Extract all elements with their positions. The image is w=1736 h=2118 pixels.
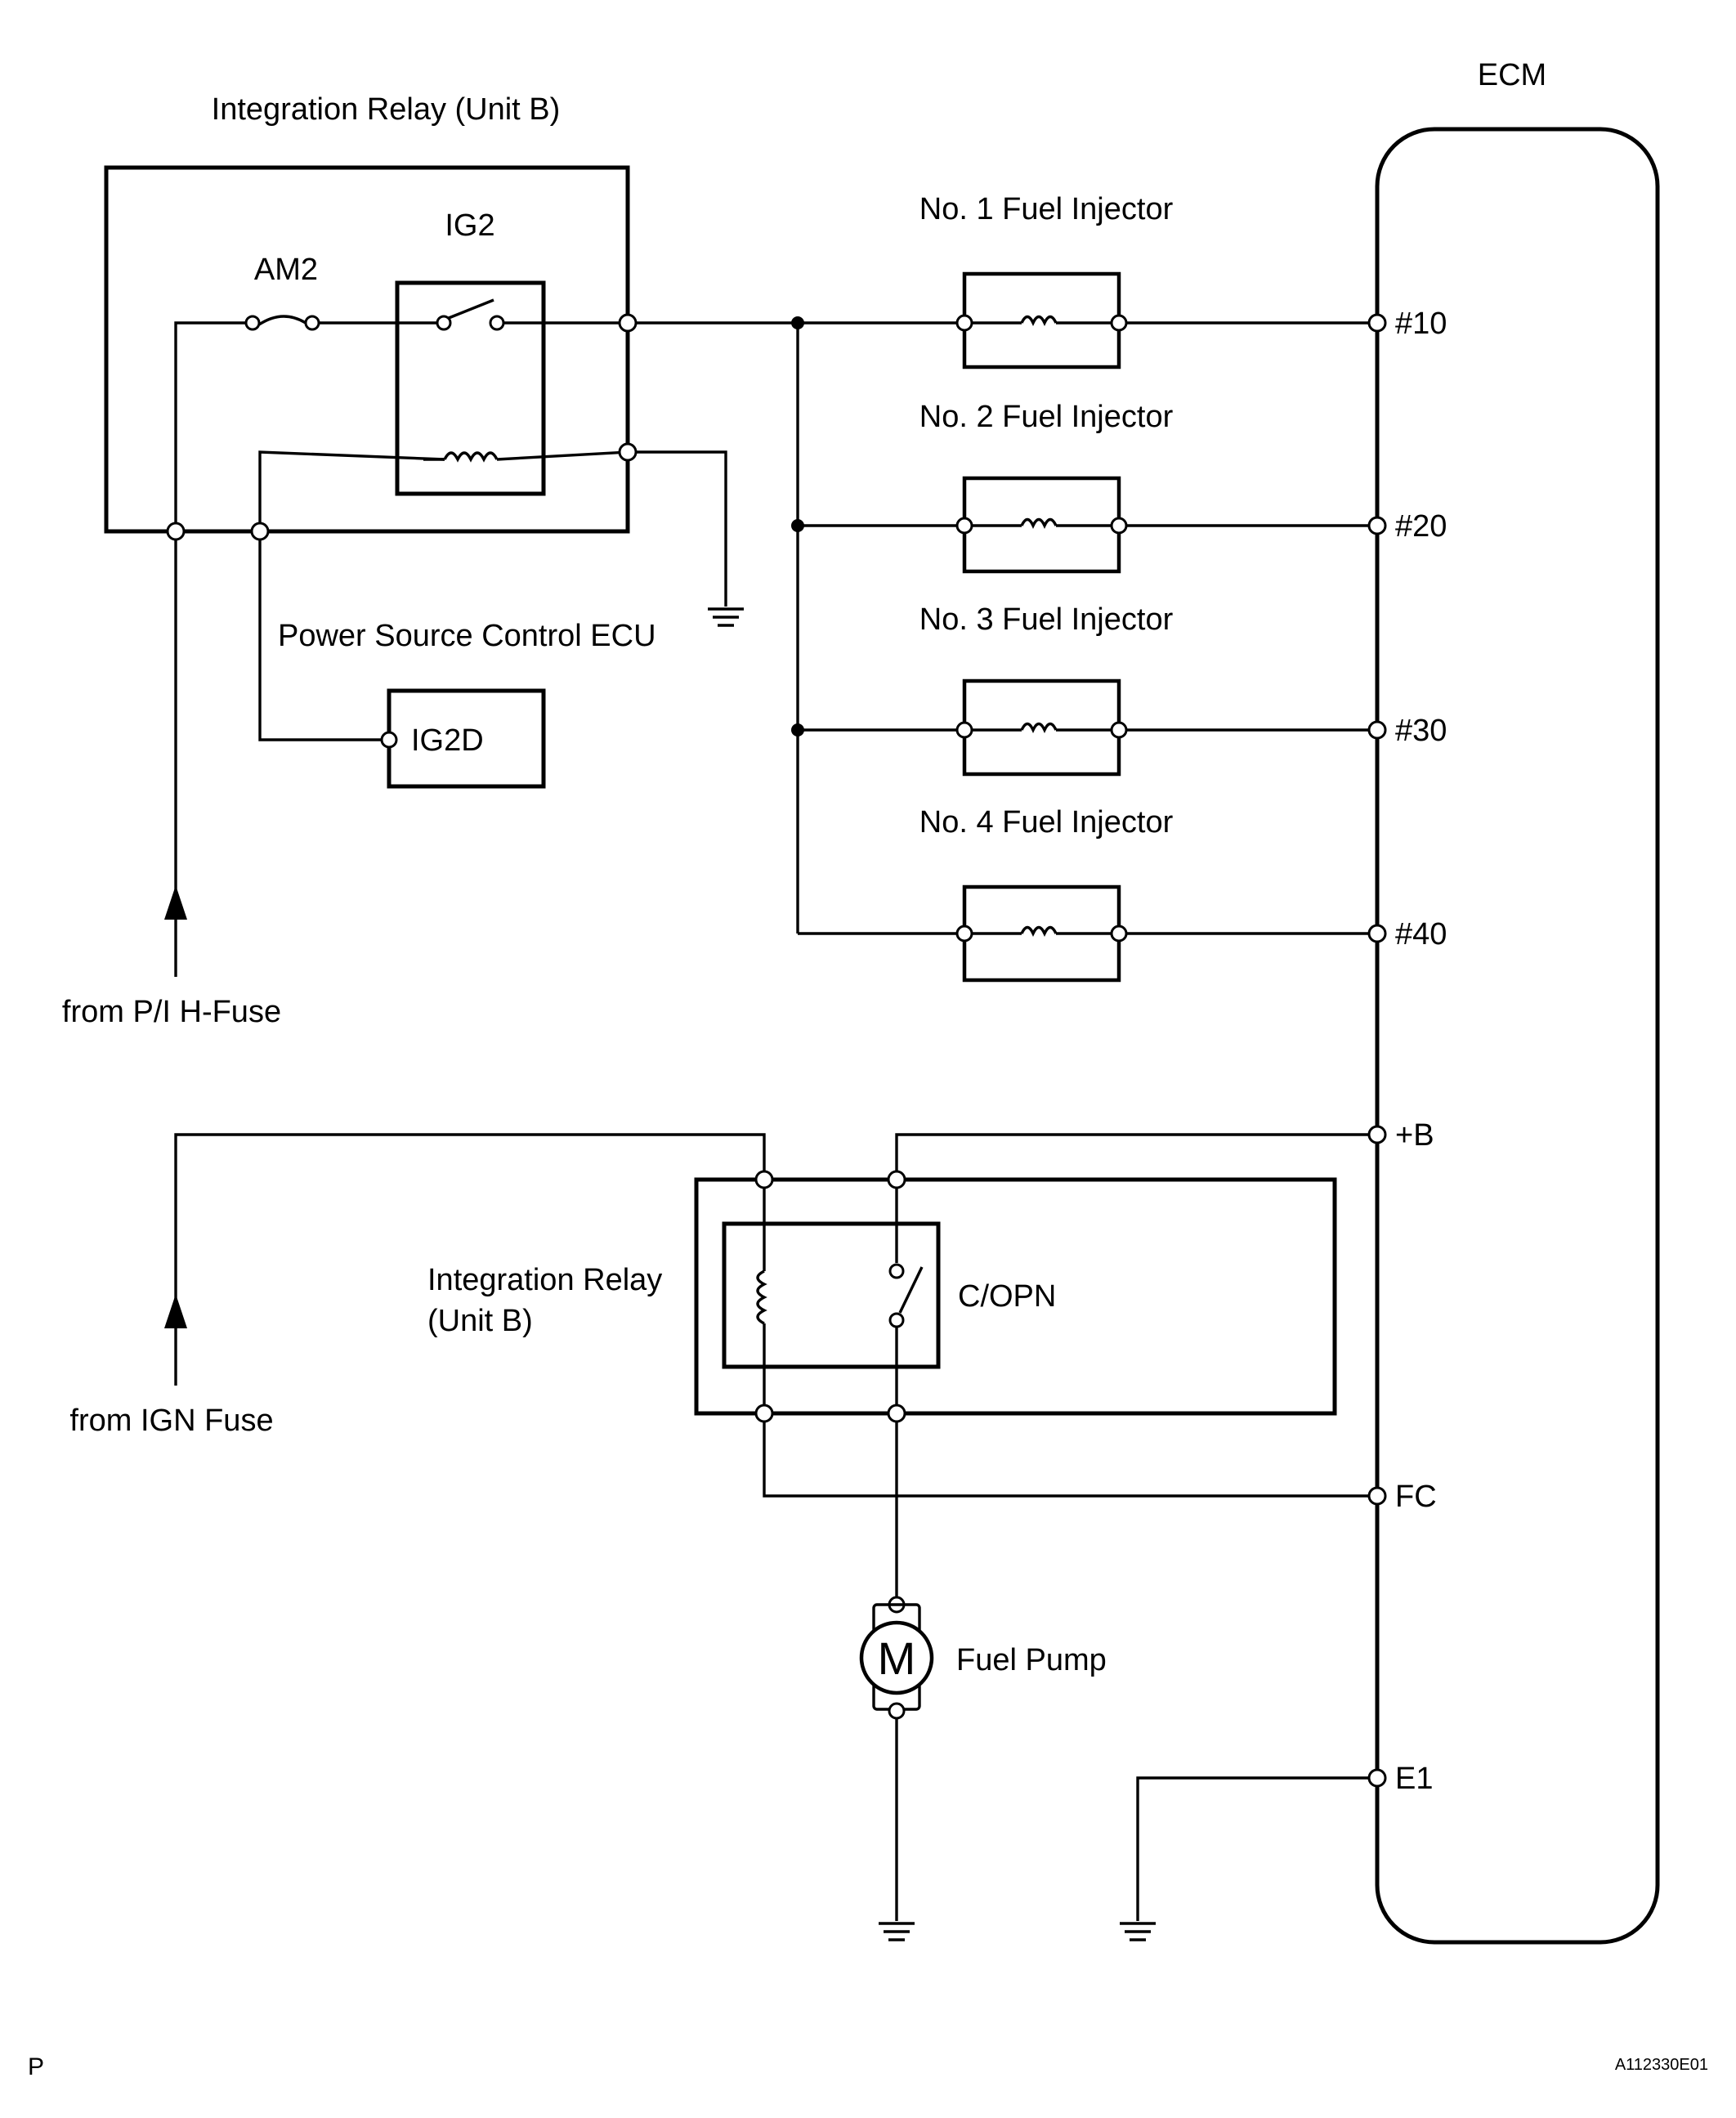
ecm-title: ECM	[1478, 58, 1546, 92]
relay-bottom-box	[694, 1177, 1337, 1416]
ecm-terminal-label: #20	[1395, 509, 1447, 544]
ecm-terminal-fc	[1367, 1486, 1387, 1506]
injector-name: No. 4 Fuel Injector	[919, 805, 1174, 840]
ig2-switch-icon	[436, 298, 505, 331]
ecm-terminal-e1	[1367, 1768, 1387, 1788]
from-ign-fuse-label: from IGN Fuse	[69, 1404, 273, 1438]
ecm-terminal-label: #10	[1395, 307, 1447, 341]
ecm-terminal-e1-label: E1	[1395, 1762, 1433, 1796]
injector-name: No. 1 Fuel Injector	[919, 192, 1174, 226]
ig2-coil-icon	[443, 451, 499, 463]
plus-b-wire	[895, 1133, 1370, 1171]
ground-icon	[879, 1922, 915, 1941]
ground-icon	[1120, 1922, 1156, 1941]
ecm-terminal	[1367, 720, 1387, 740]
c-opn-label: C/OPN	[958, 1279, 1056, 1314]
relay-ground-wire	[636, 450, 727, 607]
fuel-injector-2: No. 2 Fuel Injector #20	[798, 400, 1447, 574]
c-opn-coil-icon	[756, 1269, 767, 1325]
ecm-terminal-fc-label: FC	[1395, 1480, 1437, 1514]
relay-top-ground-terminal	[618, 442, 638, 462]
ig2d-terminal	[380, 731, 398, 749]
motor-symbol: M	[878, 1632, 916, 1684]
relay-top-box	[104, 165, 630, 534]
relay-top-terminal-right	[250, 522, 270, 541]
relay-coil-top-terminal	[754, 1170, 774, 1189]
power-source-ecu-label: Power Source Control ECU	[278, 619, 656, 653]
relay-top-title: Integration Relay (Unit B)	[212, 92, 561, 127]
am2-label: AM2	[254, 253, 318, 287]
relay-bottom-title-line1: Integration Relay	[427, 1263, 662, 1297]
ig2-label: IG2	[445, 208, 494, 243]
junction-dot	[791, 316, 804, 329]
injector-name: No. 3 Fuel Injector	[919, 602, 1174, 637]
fuel-pump-label: Fuel Pump	[956, 1643, 1107, 1677]
relay-coil-bottom-terminal	[754, 1404, 774, 1423]
ecm-terminal	[1367, 313, 1387, 333]
ecm-terminal-label: #40	[1395, 917, 1447, 952]
e1-ground-wire	[1136, 1776, 1370, 1921]
ign-fuse-wire	[174, 1133, 766, 1386]
relay-top-output-terminal	[618, 313, 638, 333]
ig2d-wire	[258, 540, 388, 741]
fuel-injector-4: No. 4 Fuel Injector #40	[798, 805, 1447, 983]
figure-code: A112330E01	[1615, 2056, 1708, 2074]
c-opn-switch-icon	[888, 1263, 924, 1328]
fuel-injector-1: No. 1 Fuel Injector #10	[919, 192, 1447, 369]
relay-switch-bottom-terminal	[887, 1404, 906, 1423]
ecm-box	[1375, 127, 1660, 1945]
ecm-terminal-label: #30	[1395, 714, 1447, 748]
fc-wire	[763, 1422, 1370, 1498]
ecm-terminal-plus-b	[1367, 1125, 1387, 1144]
fuel-injector-3: No. 3 Fuel Injector #30	[798, 602, 1447, 777]
ig2-coil-feed-wire	[258, 450, 445, 531]
arrow-up-icon	[164, 885, 187, 920]
ecm-terminal	[1367, 516, 1387, 535]
relay-bottom-title-line2: (Unit B)	[427, 1304, 533, 1338]
ground-icon	[708, 607, 744, 627]
ecm-terminal-plus-b-label: +B	[1395, 1118, 1434, 1153]
fuel-pump-motor-icon: M	[859, 1596, 934, 1720]
corner-mark-left: P	[28, 2053, 44, 2080]
relay-top-terminal-left	[166, 522, 186, 541]
injector-name: No. 2 Fuel Injector	[919, 400, 1174, 434]
ecm-terminal	[1367, 924, 1387, 943]
am2-feed-wire	[174, 315, 444, 531]
relay-switch-top-terminal	[887, 1170, 906, 1189]
c-opn-relay-box	[722, 1221, 941, 1369]
ig2d-label: IG2D	[411, 723, 484, 758]
ig2-relay-box	[395, 280, 546, 496]
from-pi-hfuse-label: from P/I H-Fuse	[62, 995, 281, 1029]
arrow-up-icon	[164, 1294, 187, 1328]
